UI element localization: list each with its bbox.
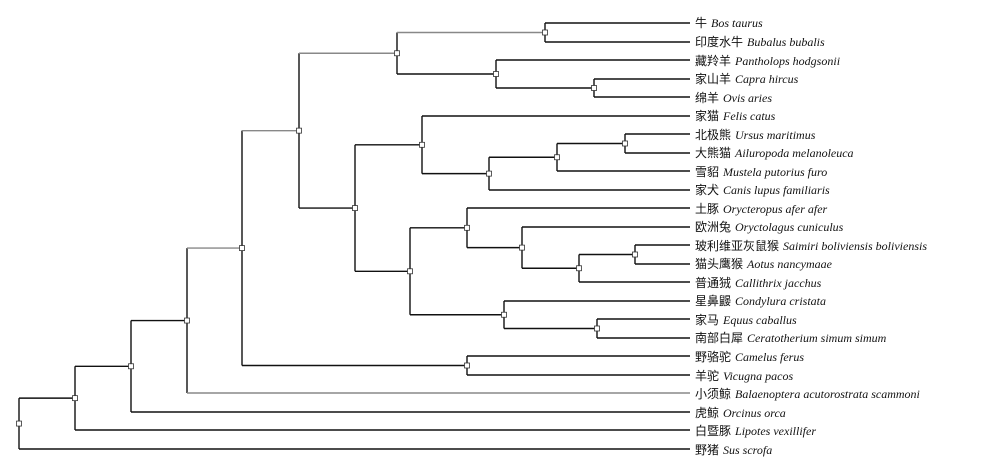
leaf-species-name: Canis lupus familiaris xyxy=(723,183,830,197)
node-marker xyxy=(239,245,245,251)
leaf-common-name: 欧洲兔 xyxy=(695,219,731,234)
tree-nodes xyxy=(16,29,638,427)
leaf-label: 绵羊 Ovis aries xyxy=(695,90,772,105)
node-marker xyxy=(419,141,425,148)
tree-branches xyxy=(17,22,690,450)
leaf-common-name: 玻利维亚灰鼠猴 xyxy=(695,239,779,253)
leaf-label: 普通狨 Callithrix jacchus xyxy=(695,275,822,290)
leaf-label: 家犬 Canis lupus familiaris xyxy=(695,182,830,197)
leaf-common-name: 家犬 xyxy=(695,182,719,197)
leaf-common-name: 普通狨 xyxy=(695,275,731,290)
node-marker xyxy=(594,325,600,332)
leaf-label: 羊驼 Vicugna pacos xyxy=(695,368,793,383)
leaf-species-name: Balaenoptera acutorostrata scammoni xyxy=(735,387,920,401)
leaf-common-name: 家马 xyxy=(695,312,719,327)
leaf-species-name: Capra hircus xyxy=(735,72,799,86)
leaf-common-name: 白暨豚 xyxy=(695,423,731,438)
leaf-species-name: Ailuropoda melanoleuca xyxy=(734,146,854,160)
leaf-common-name: 猫头鹰猴 xyxy=(695,256,743,271)
leaf-species-name: Orcinus orca xyxy=(723,406,786,420)
leaf-label: 星鼻鼹 Condylura cristata xyxy=(695,293,826,308)
leaf-label: 野猪 Sus scrofa xyxy=(695,443,772,457)
leaf-common-name: 家猫 xyxy=(695,108,719,123)
node-marker xyxy=(296,127,302,134)
node-marker xyxy=(519,244,525,251)
leaf-label: 南部白犀 Ceratotherium simum simum xyxy=(695,330,887,345)
leaf-common-name: 雪貂 xyxy=(695,165,719,179)
leaf-species-name: Callithrix jacchus xyxy=(735,276,822,290)
node-marker xyxy=(464,224,470,231)
leaf-common-name: 印度水牛 xyxy=(695,34,743,49)
leaf-species-name: Camelus ferus xyxy=(735,350,804,364)
leaf-species-name: Ovis aries xyxy=(723,91,772,105)
leaf-label: 小须鲸 Balaenoptera acutorostrata scammoni xyxy=(695,386,920,401)
leaf-label: 虎鲸 Orcinus orca xyxy=(695,405,786,420)
leaf-label: 家山羊 Capra hircus xyxy=(695,71,799,86)
leaf-species-name: Condylura cristata xyxy=(735,294,826,308)
node-marker xyxy=(352,205,358,211)
leaf-species-name: Aotus nancymaae xyxy=(746,257,833,271)
leaf-common-name: 北极熊 xyxy=(695,127,731,142)
leaf-label: 欧洲兔 Oryctolagus cuniculus xyxy=(695,219,844,234)
leaf-species-name: Bos taurus xyxy=(711,16,763,30)
node-marker xyxy=(16,420,22,427)
leaf-common-name: 虎鲸 xyxy=(695,405,719,420)
node-marker xyxy=(622,140,628,147)
node-marker xyxy=(407,268,413,275)
node-marker xyxy=(591,85,597,91)
leaf-species-name: Oryctolagus cuniculus xyxy=(735,220,844,234)
leaf-common-name: 土豚 xyxy=(695,202,719,216)
leaf-species-name: Bubalus bubalis xyxy=(747,35,825,49)
node-marker xyxy=(493,71,499,77)
leaf-species-name: Pantholops hodgsonii xyxy=(734,54,840,68)
leaf-species-name: Vicugna pacos xyxy=(723,369,793,383)
leaf-common-name: 藏羚羊 xyxy=(695,53,731,68)
node-marker xyxy=(184,317,190,324)
leaf-label: 牛 Bos taurus xyxy=(695,15,763,30)
leaf-label: 印度水牛 Bubalus bubalis xyxy=(695,34,825,49)
node-marker xyxy=(128,363,134,370)
node-marker xyxy=(576,265,582,272)
leaf-label: 野骆驼 Camelus ferus xyxy=(695,349,804,364)
leaf-species-name: Saimiri boliviensis boliviensis xyxy=(783,239,927,253)
leaf-species-name: Lipotes vexillifer xyxy=(734,424,816,438)
node-marker xyxy=(464,362,470,369)
node-marker xyxy=(501,311,507,318)
leaf-common-name: 羊驼 xyxy=(695,368,719,383)
leaf-species-name: Equus caballus xyxy=(722,313,797,327)
leaf-species-name: Mustela putorius furo xyxy=(722,165,827,179)
leaf-label: 北极熊 Ursus maritimus xyxy=(695,127,816,142)
leaf-common-name: 绵羊 xyxy=(695,90,719,105)
node-marker xyxy=(632,251,638,258)
node-marker xyxy=(554,154,560,161)
leaf-species-name: Orycteropus afer afer xyxy=(723,202,828,216)
leaf-common-name: 星鼻鼹 xyxy=(695,293,731,308)
leaf-species-name: Felis catus xyxy=(722,109,776,123)
node-marker xyxy=(542,29,548,36)
leaf-common-name: 家山羊 xyxy=(695,71,731,86)
node-marker xyxy=(486,170,492,177)
leaf-common-name: 小须鲸 xyxy=(695,386,731,401)
leaf-common-name: 牛 xyxy=(695,15,707,30)
leaf-label: 玻利维亚灰鼠猴 Saimiri boliviensis boliviensis xyxy=(695,239,927,253)
leaf-common-name: 野骆驼 xyxy=(695,349,731,364)
leaf-species-name: Ursus maritimus xyxy=(735,128,816,142)
leaf-species-name: Ceratotherium simum simum xyxy=(747,331,887,345)
leaf-label: 土豚 Orycteropus afer afer xyxy=(695,202,828,216)
leaf-species-name: Sus scrofa xyxy=(723,443,772,457)
node-marker xyxy=(72,395,78,402)
leaf-common-name: 大熊猫 xyxy=(695,145,731,160)
node-marker xyxy=(394,50,400,57)
leaf-common-name: 野猪 xyxy=(695,443,719,457)
leaf-common-name: 南部白犀 xyxy=(695,330,743,345)
